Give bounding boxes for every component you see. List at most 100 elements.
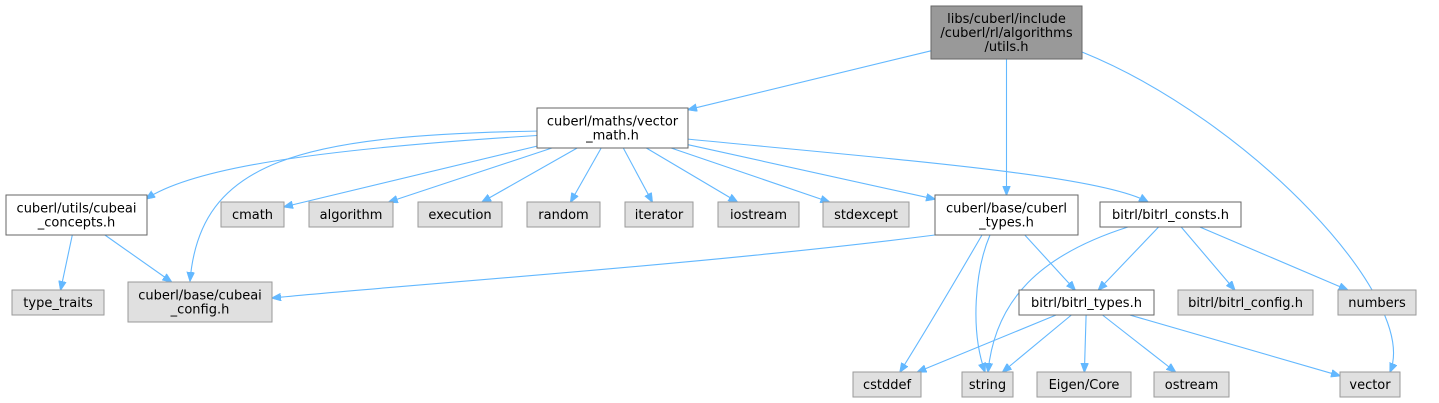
node-label-line: type_traits [23,296,93,311]
node-box [1337,289,1417,316]
node-label-line: ostream [1165,378,1219,393]
node-cmath: cmath [220,201,285,228]
node-box [1036,371,1132,398]
node-label-line: iterator [635,208,684,223]
node-label-line: Eigen/Core [1049,378,1120,393]
node-box [1018,289,1155,316]
node-vector-math[interactable]: cuberl/maths/vector_math.h [536,107,689,149]
node-iostream: iostream [717,201,800,228]
node-numbers: numbers [1337,289,1417,316]
node-label-line: cuberl/base/cubeai [138,289,262,304]
node-random: random [526,201,601,228]
edge-vector_math-to-stdexcept [670,147,829,202]
edge-bitrl_types-to-cstddef [917,314,1057,372]
node-label-line: numbers [1348,296,1406,311]
edge-vector_math-to-cubeai_concepts [146,134,546,199]
node-label-line: libs/cuberl/include [947,12,1066,27]
node-box [308,201,394,228]
node-cuberl-types[interactable]: cuberl/base/cuberl_types.h [934,194,1079,236]
node-stdexcept: stdexcept [822,201,910,228]
edge-cuberl_types-to-cubeai_config [272,234,936,298]
edges-layer [61,50,1394,376]
node-box [934,194,1079,236]
node-box [822,201,910,228]
edge-vector_math-to-bitrl_consts [686,138,1148,202]
node-root[interactable]: libs/cuberl/include/cuberl/rl/algorithms… [930,5,1083,60]
node-label-line: stdexcept [834,208,898,223]
node-label-line: iostream [730,208,787,223]
node-box [127,281,273,323]
edge-vector_math-to-random [571,147,602,202]
edge-vector_math-to-iterator [622,147,652,202]
edge-vector_math-to-cmath [284,145,538,207]
edge-vector_math-to-cuberl_types [687,144,935,200]
node-label-line: bitrl/bitrl_types.h [1031,296,1142,311]
node-algorithm: algorithm [308,201,394,228]
edge-cubeai_concepts-to-cubeai_config [104,234,172,282]
node-box [930,5,1083,60]
node-cstddef: cstddef [852,371,922,398]
node-label-line: _config.h [170,303,230,318]
node-box [526,201,601,228]
node-iterator: iterator [624,201,694,228]
edge-vector_math-to-algorithm [389,147,553,202]
node-box [717,201,800,228]
node-execution: execution [417,201,503,228]
node-string: string [961,371,1014,398]
node-box [1099,201,1242,228]
edge-vector_math-to-cubeai_config [190,130,542,281]
node-box [11,289,105,316]
node-cubeai-config: cuberl/base/cubeai_config.h [127,281,273,323]
node-box [1153,371,1230,398]
node-label-line: _types.h [978,216,1034,231]
edge-bitrl_consts-to-bitrl_types [1098,226,1159,290]
edge-cuberl_types-to-string [975,234,991,372]
edge-vector_math-to-iostream [646,147,737,202]
node-box [5,194,148,236]
node-box [1177,289,1314,316]
node-label-line: _concepts.h [37,216,115,231]
node-label-line: bitrl/bitrl_consts.h [1112,208,1229,223]
node-label-line: bitrl/bitrl_config.h [1188,296,1303,311]
node-box [852,371,922,398]
node-label-line: algorithm [320,208,383,223]
node-cubeai-concepts[interactable]: cuberl/utils/cubeai_concepts.h [5,194,148,236]
edge-vector_math-to-execution [482,147,578,202]
node-box [220,201,285,228]
edge-cubeai_concepts-to-type_traits [61,234,73,290]
node-label-line: random [538,208,588,223]
edge-root-to-vector [1081,51,1393,372]
edge-bitrl_types-to-string [1003,314,1072,372]
node-box [624,201,694,228]
node-type-traits: type_traits [11,289,105,316]
node-label-line: /cuberl/rl/algorithms [940,26,1072,41]
edge-bitrl_consts-to-string [988,226,1129,372]
edge-root-to-vector_math [688,50,932,110]
node-label-line: cmath [232,208,273,223]
edge-bitrl_types-to-eigen_core [1084,314,1086,372]
edge-bitrl_consts-to-bitrl_config [1180,226,1235,290]
node-box [417,201,503,228]
node-box [1339,371,1401,398]
node-label-line: cuberl/base/cuberl [946,202,1067,217]
node-ostream: ostream [1153,371,1230,398]
edge-bitrl_types-to-ostream [1102,314,1176,372]
node-bitrl-consts[interactable]: bitrl/bitrl_consts.h [1099,201,1242,228]
node-label-line: cstddef [863,378,912,393]
edge-bitrl_consts-to-numbers [1199,226,1348,290]
node-label-line: execution [428,208,491,223]
edge-cuberl_types-to-cstddef [900,234,983,372]
node-vector: vector [1339,371,1401,398]
nodes-layer: libs/cuberl/include/cuberl/rl/algorithms… [5,5,1417,398]
edge-cuberl_types-to-bitrl_types [1024,234,1075,290]
node-label-line: string [969,378,1006,393]
node-label-line: cuberl/maths/vector [547,115,679,130]
node-bitrl-types[interactable]: bitrl/bitrl_types.h [1018,289,1155,316]
node-label-line: /utils.h [984,40,1028,55]
node-label-line: vector [1349,378,1391,393]
node-box [961,371,1014,398]
node-box [536,107,689,149]
node-eigen-core: Eigen/Core [1036,371,1132,398]
node-label-line: cuberl/utils/cubeai [17,202,137,217]
